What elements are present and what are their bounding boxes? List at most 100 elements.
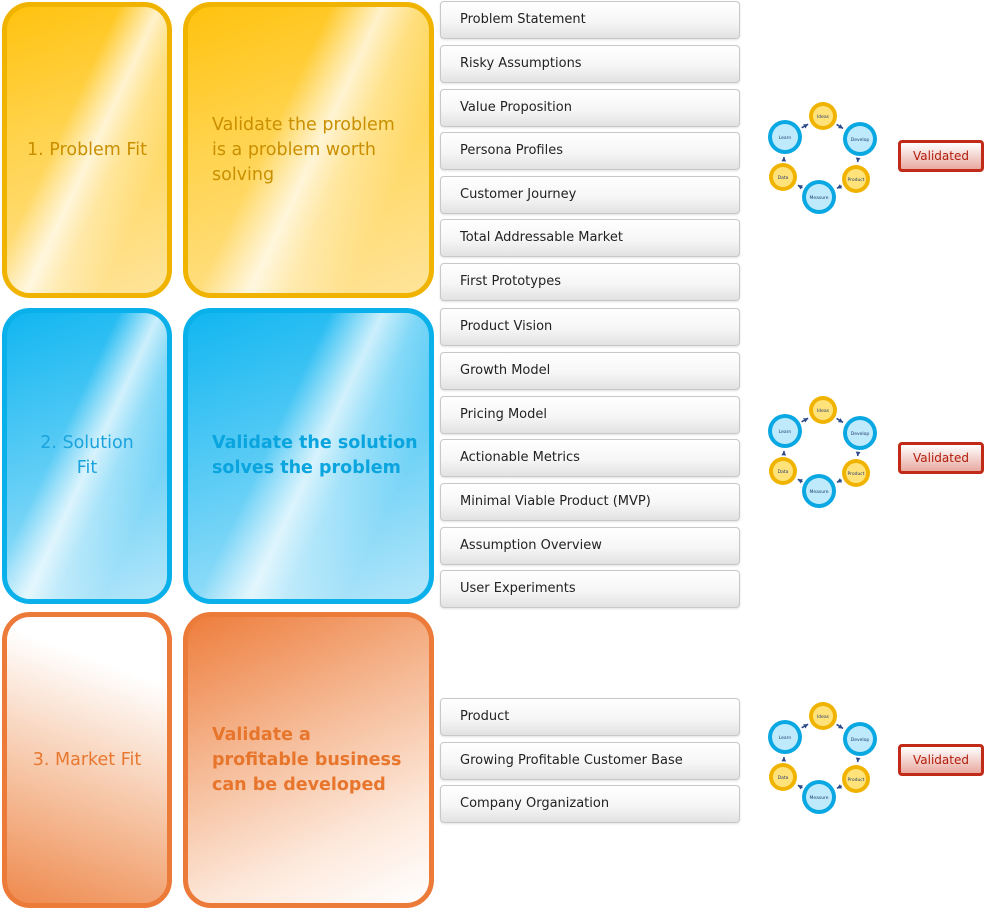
cycle-node-left-bottom: Data [769,763,797,791]
problem-fit-goal: Validate the problem is a problem worth … [212,114,395,185]
deliverable-item: Risky Assumptions [440,45,740,83]
cycle-arrowhead [855,157,861,163]
market-fit-label: 3. Market Fit [32,749,142,770]
cycle-node-label: Ideas [817,114,830,120]
cycle-node-label: Product [847,471,864,477]
cycle-node-top: Ideas [809,702,837,730]
deliverable-item-label: Total Addressable Market [460,230,623,245]
cycle-node-bottom: Measure [802,474,836,508]
cycle-node-left-top: Learn [768,414,802,448]
deliverable-item-label: Pricing Model [460,407,547,422]
deliverable-item-label: Risky Assumptions [460,56,582,71]
problem-fit-validated-badge: Validated [898,140,984,172]
deliverable-item: Growing Profitable Customer Base [440,742,740,780]
cycle-node-left-bottom: Data [769,163,797,191]
cycle-arrowhead [797,785,803,790]
deliverable-item: Problem Statement [440,1,740,39]
cycle-arrowhead [855,451,861,457]
validated-label: Validated [913,753,969,767]
market-fit-validated-badge: Validated [898,744,984,776]
cycle-node-left-top: Learn [768,120,802,154]
cycle-node-label: Measure [809,795,828,801]
deliverable-item: First Prototypes [440,263,740,301]
deliverable-item: Company Organization [440,785,740,823]
cycle-node-right-bottom: Product [842,459,870,487]
cycle-node-label: Ideas [817,408,830,414]
cycle-node-top: Ideas [809,396,837,424]
cycle-node-label: Product [847,777,864,783]
deliverable-item-label: Assumption Overview [460,538,602,553]
cycle-node-left-bottom: Data [769,457,797,485]
deliverable-item: Persona Profiles [440,132,740,170]
cycle-node-right-top: Develop [843,416,877,450]
cycle-node-right-top: Develop [843,722,877,756]
solution-fit-stage-panel: 2. Solution Fit [2,308,172,604]
solution-fit-label: 2. Solution Fit [40,433,134,478]
cycle-node-label: Learn [779,135,792,141]
cycle-node-label: Measure [809,195,828,201]
deliverable-item: Assumption Overview [440,527,740,565]
solution-fit-validated-badge: Validated [898,442,984,474]
cycle-arrowhead [803,124,809,129]
solution-fit-goal-panel: Validate the solution solves the problem [183,308,434,604]
deliverable-item-label: First Prototypes [460,274,561,289]
deliverable-item: Value Proposition [440,89,740,127]
cycle-node-top: Ideas [809,102,837,130]
cycle-arrowhead [803,724,809,729]
cycle-node-bottom: Measure [802,180,836,214]
cycle-node-label: Data [778,469,789,475]
deliverable-item-label: Growing Profitable Customer Base [460,753,683,768]
deliverable-item: Total Addressable Market [440,219,740,257]
cycle-arrowhead [855,757,861,763]
deliverable-item-label: Customer Journey [460,187,577,202]
deliverable-item-label: User Experiments [460,581,576,596]
deliverable-item: Product [440,698,740,736]
cycle-arrowhead [836,478,842,483]
cycle-node-left-top: Learn [768,720,802,754]
validated-label: Validated [913,149,969,163]
cycle-node-label: Data [778,175,789,181]
deliverable-item: Product Vision [440,308,740,346]
market-fit-goal: Validate a profitable business can be de… [212,724,402,795]
deliverable-item-label: Product Vision [460,319,553,334]
cycle-node-label: Product [847,177,864,183]
cycle-node-label: Develop [851,137,870,143]
market-fit-goal-panel: Validate a profitable business can be de… [183,612,434,908]
cycle-arrowhead [838,124,844,129]
problem-fit-label: 1. Problem Fit [27,139,147,160]
cycle-node-label: Measure [809,489,828,495]
cycle-node-right-bottom: Product [842,165,870,193]
cycle-node-label: Develop [851,431,870,437]
cycle-node-right-top: Develop [843,122,877,156]
deliverable-item: Customer Journey [440,176,740,214]
deliverable-item: Minimal Viable Product (MVP) [440,483,740,521]
deliverable-item-label: Actionable Metrics [460,450,580,465]
problem-fit-stage-panel: 1. Problem Fit [2,2,172,298]
deliverable-item: Growth Model [440,352,740,390]
market-fit-stage-panel: 3. Market Fit [2,612,172,908]
cycle-arrowhead [836,784,842,789]
deliverable-item-label: Growth Model [460,363,551,378]
validated-label: Validated [913,451,969,465]
cycle-arrowhead [797,185,803,190]
deliverable-item: Pricing Model [440,396,740,434]
problem-fit-goal-panel: Validate the problem is a problem worth … [183,2,434,298]
cycle-arrowhead [836,184,842,189]
cycle-node-label: Data [778,775,789,781]
deliverable-item-label: Value Proposition [460,100,572,115]
deliverable-item-label: Minimal Viable Product (MVP) [460,494,651,509]
cycle-arrowhead [838,418,844,423]
cycle-node-label: Learn [779,735,792,741]
deliverable-item-label: Company Organization [460,796,610,811]
deliverable-item: User Experiments [440,570,740,608]
deliverable-item-label: Persona Profiles [460,143,563,158]
cycle-node-label: Develop [851,737,870,743]
cycle-arrowhead [797,479,803,484]
cycle-arrowhead [781,450,787,456]
deliverable-item-label: Problem Statement [460,12,586,27]
cycle-arrowhead [781,156,787,162]
cycle-node-label: Learn [779,429,792,435]
